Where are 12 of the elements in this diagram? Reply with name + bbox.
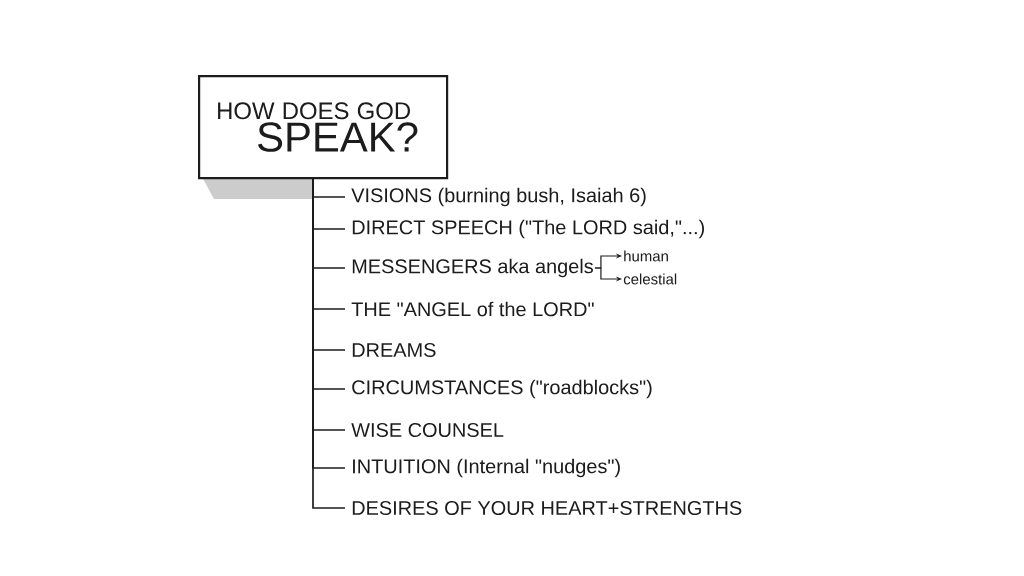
branch-label: human [624,250,668,262]
list-item: THE "ANGEL of the LORD" [351,301,594,317]
list-item: DESIRES OF YOUR HEART+STRENGTHS [352,500,742,516]
title-box: HOW DOES GOD SPEAK? [198,75,449,180]
list-item: MESSENGERS aka angels [352,258,593,278]
list-item: WISE COUNSEL [351,422,504,438]
list-item: DIRECT SPEECH ("The LORD said,"...) [352,219,704,239]
list-item: CIRCUMSTANCES ("roadblocks") [352,379,652,399]
list-item: VISIONS (burning bush, Isaiah 6) [351,187,646,207]
list-item: INTUITION (Internal "nudges") [353,458,620,478]
branch-label: celestial [623,273,677,285]
list-item: DREAMS [352,342,436,358]
